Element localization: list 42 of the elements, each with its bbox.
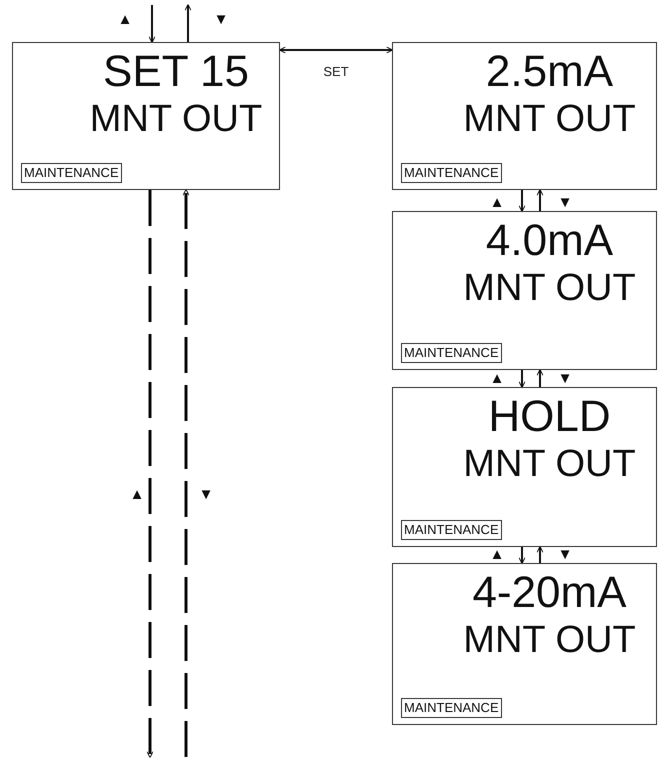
mode-tag: MAINTENANCE [401,343,502,363]
display-value: 2.5mA [486,47,614,97]
arrow [536,188,544,211]
key-symbol: ▼ [558,194,572,212]
key-symbol: ▼ [214,11,228,29]
arrow [536,546,544,563]
key-symbol: ▲ [130,486,144,504]
display-value: 4.0mA [486,216,614,266]
arrow [182,188,190,757]
mode-tag: MAINTENANCE [21,163,122,183]
display-value: 4-20mA [472,568,627,618]
display-text: MNT OUT [463,266,636,310]
mode-tag: MAINTENANCE [401,520,502,540]
mode-tag: MAINTENANCE [401,698,502,718]
display-screen [392,42,657,190]
arrow [148,5,156,44]
key-symbol: ▲ [490,546,504,564]
display-screen [392,387,657,547]
arrow [536,368,544,387]
edge-label: SET [323,64,349,79]
display-screen [12,42,280,190]
display-value: SET 15 [103,47,249,97]
arrow [278,46,394,54]
display-text: MNT OUT [463,442,636,486]
display-screen [392,563,657,725]
arrow [518,370,526,388]
key-symbol: ▼ [558,546,572,564]
key-symbol: ▼ [198,486,214,504]
arrow [184,4,192,42]
display-text: MNT OUT [90,97,262,141]
arrow [518,547,526,564]
display-text: MNT OUT [463,97,636,141]
arrow [518,190,526,212]
mode-tag: MAINTENANCE [401,163,502,183]
display-screen [392,211,657,370]
key-symbol: ▲ [118,11,132,29]
arrow [146,190,154,758]
display-text: MNT OUT [463,618,636,662]
key-symbol: ▼ [558,370,572,388]
display-value: HOLD [488,392,611,442]
key-symbol: ▲ [490,370,504,388]
key-symbol: ▲ [490,194,504,212]
